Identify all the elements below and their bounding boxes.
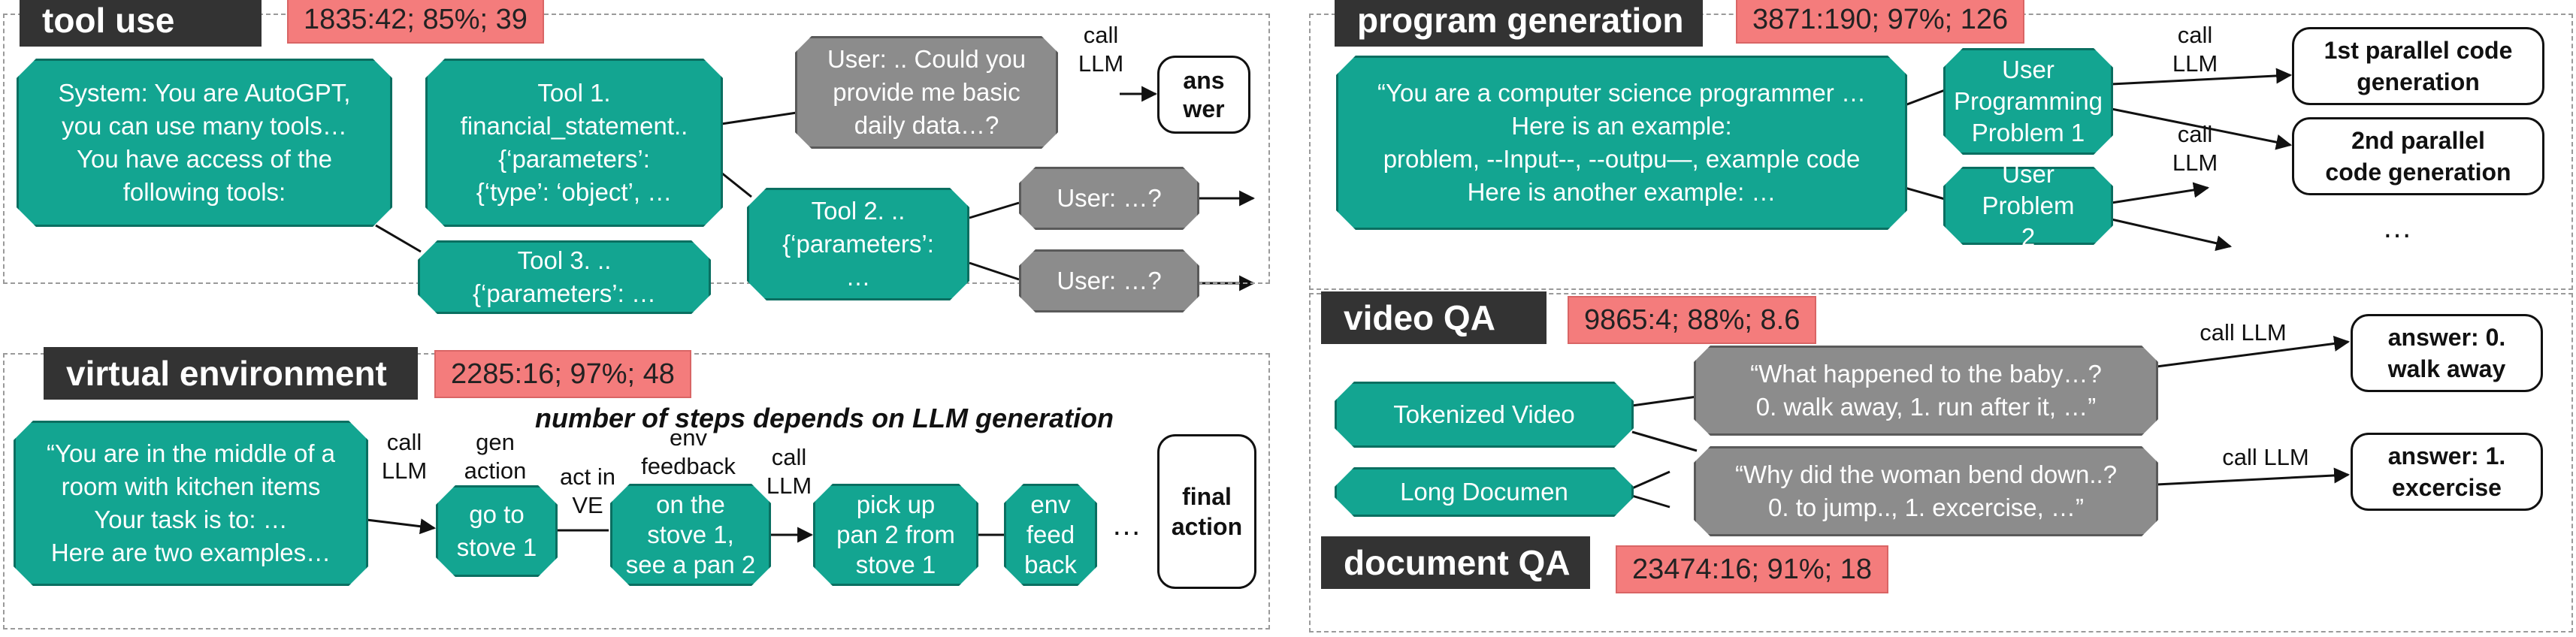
parallel-gen-1-box: 1st parallel code generation xyxy=(2292,27,2544,105)
user-question-top-box: User: .. Could you provide me basic dail… xyxy=(795,36,1058,149)
ellipsis: … xyxy=(1111,509,1141,542)
edge-q2-a2 xyxy=(2156,467,2351,486)
edge-prompt-user2 xyxy=(1904,186,1946,201)
video-question-box: “What happened to the baby…? 0. walk awa… xyxy=(1694,346,2158,436)
edge-user2-out-a xyxy=(2111,182,2210,204)
call-llm-label: call LLM xyxy=(1078,22,1124,77)
box-text: User: …? xyxy=(1057,267,1162,294)
box-text: Tool 1. financial_statement.. {‘paramete… xyxy=(460,79,688,206)
gen-action-label: gen action xyxy=(464,429,527,484)
box-text: User: …? xyxy=(1057,184,1162,212)
edge-prompt-step1 xyxy=(366,518,437,535)
call-llm-label: call LLM xyxy=(381,429,428,484)
panel-title: program generation xyxy=(1335,0,1703,47)
box-text: Tool 3. .. {‘parameters’: … xyxy=(473,246,656,307)
box-text: ans wer xyxy=(1183,67,1225,122)
box-text: answer: 1. excercise xyxy=(2387,442,2506,501)
user-question-mid-box: User: …? xyxy=(1019,167,1199,230)
box-text: User Problem 2 xyxy=(1982,160,2075,251)
call-llm-label: call LLM xyxy=(2172,22,2218,77)
edge-user1-out1 xyxy=(2111,68,2293,86)
edge-system-tool3 xyxy=(375,224,422,253)
box-text: “Why did the woman bend down..? 0. to ju… xyxy=(1734,460,2118,521)
box-text: pick up pan 2 from stove 1 xyxy=(836,491,955,578)
edge-video-q2 xyxy=(1631,430,1698,452)
edge-tool1-usertop xyxy=(721,111,797,125)
stat-badge: 2285:16; 97%; 48 xyxy=(434,350,691,398)
box-text: User: .. Could you provide me basic dail… xyxy=(827,45,1026,139)
box-text: 2nd parallel code generation xyxy=(2325,127,2511,186)
stat-badge: 3871:190; 97%; 126 xyxy=(1736,0,2025,44)
stat-badge: 9865:4; 88%; 8.6 xyxy=(1568,296,1817,344)
box-text: on the stove 1, see a pan 2 xyxy=(625,491,756,578)
call-llm-label-2: call LLM xyxy=(2172,121,2218,176)
call-llm-label-2: call LLM xyxy=(766,444,812,499)
box-text: User Programming Problem 1 xyxy=(1953,56,2103,146)
panel-title: virtual environment xyxy=(44,347,418,400)
box-text: “You are in the middle of a room with ki… xyxy=(46,439,336,566)
call-llm-label: call LLM xyxy=(2200,319,2287,346)
box-text: final action xyxy=(1171,483,1243,540)
edge-tool1-tool2 xyxy=(721,171,752,198)
user-problem-1-box: User Programming Problem 1 xyxy=(1943,48,2113,155)
box-text: “What happened to the baby…? 0. walk awa… xyxy=(1750,360,2102,421)
parallel-gen-2-box: 2nd parallel code generation xyxy=(2292,117,2544,195)
edge-user2-out-b xyxy=(2111,218,2233,252)
ellipsis: … xyxy=(2382,211,2412,244)
final-action-box: final action xyxy=(1157,434,1256,589)
box-text: Long Documen xyxy=(1400,478,1568,506)
step-go-to-stove-box: go to stove 1 xyxy=(436,485,558,577)
box-text: System: You are AutoGPT, you can use man… xyxy=(58,79,351,206)
edge-doc-q2-a xyxy=(1631,470,1670,490)
panel-title-document-qa: document QA xyxy=(1321,536,1590,589)
env-feedback-box: env feed back xyxy=(1004,484,1097,586)
user-problem-2-box: User Problem 2 xyxy=(1943,167,2113,245)
panel-title: tool use xyxy=(20,0,262,47)
edge-q1-a1 xyxy=(2156,336,2351,368)
answer-box: ans wer xyxy=(1157,56,1250,134)
env-prompt-box: “You are in the middle of a room with ki… xyxy=(14,421,368,586)
box-text: go to stove 1 xyxy=(456,500,537,561)
long-document-box: Long Documen xyxy=(1335,467,1634,517)
tool1-box: Tool 1. financial_statement.. {‘paramete… xyxy=(425,59,723,227)
edge-tool2-usermid xyxy=(969,201,1020,219)
panel-video-document-qa xyxy=(1309,293,2573,632)
tool3-box: Tool 3. .. {‘parameters’: … xyxy=(418,240,711,314)
document-answer-box: answer: 1. excercise xyxy=(2351,433,2543,511)
box-text: 1st parallel code generation xyxy=(2324,37,2513,95)
stat-badge: 1835:42; 85%; 39 xyxy=(287,0,544,44)
panel-title: video QA xyxy=(1321,291,1547,344)
system-prompt-box: System: You are AutoGPT, you can use man… xyxy=(17,59,392,227)
tool2-box: Tool 2. .. {‘parameters’: … xyxy=(747,188,969,300)
env-feedback-label: env feedback xyxy=(641,424,736,479)
document-question-box: “Why did the woman bend down..? 0. to ju… xyxy=(1694,446,2158,536)
edge-video-q1 xyxy=(1631,395,1698,407)
user-question-bot-box: User: …? xyxy=(1019,249,1199,312)
box-text: env feed back xyxy=(1024,491,1077,578)
call-llm-label-2: call LLM xyxy=(2222,444,2309,470)
edge-user1-out2 xyxy=(2111,107,2293,150)
box-text: “You are a computer science programmer …… xyxy=(1377,79,1866,206)
stat-badge-document-qa: 23474:16; 91%; 18 xyxy=(1616,545,1889,593)
box-text: answer: 0. walk away xyxy=(2387,324,2506,382)
feedback-stove-box: on the stove 1, see a pan 2 xyxy=(610,484,771,586)
steps-note: number of steps depends on LLM generatio… xyxy=(535,403,1114,433)
edge-tool2-userbot xyxy=(969,261,1020,281)
tokenized-video-box: Tokenized Video xyxy=(1335,382,1634,448)
edge-prompt-user1 xyxy=(1904,89,1946,107)
code-prompt-box: “You are a computer science programmer …… xyxy=(1336,56,1907,230)
step-pick-up-pan-box: pick up pan 2 from stove 1 xyxy=(813,484,978,586)
edge-doc-q2-b xyxy=(1631,494,1670,509)
act-in-ve-label: act in VE xyxy=(559,463,616,518)
box-text: Tool 2. .. {‘parameters’: … xyxy=(782,197,934,291)
box-text: Tokenized Video xyxy=(1393,400,1575,428)
video-answer-box: answer: 0. walk away xyxy=(2351,314,2543,392)
